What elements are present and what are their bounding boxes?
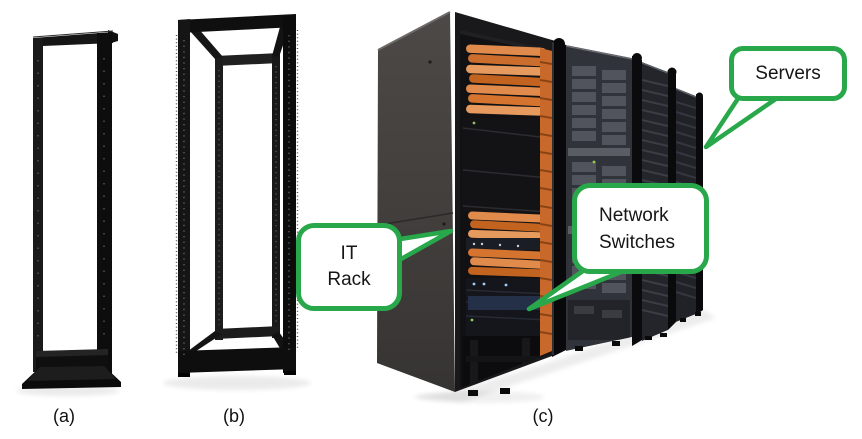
- it-rack-callout: IT Rack: [296, 223, 402, 311]
- figure-label-a: (a): [53, 406, 75, 426]
- network-switches-callout-line1: Network: [599, 204, 669, 226]
- network-switches-callout: Network Switches: [572, 183, 709, 274]
- servers-callout-tail: [703, 91, 786, 150]
- cable-bundle-middle: [466, 211, 546, 278]
- figure-label-c: (c): [532, 406, 554, 426]
- cabinet-side-panel: [377, 12, 455, 392]
- servers-callout: Servers: [729, 46, 847, 101]
- it-rack-callout-line1: IT: [340, 243, 358, 264]
- two-post-rack-illustration: [22, 30, 121, 389]
- it-rack-callout-line2: Rack: [327, 269, 371, 290]
- network-switches-callout-line2: Switches: [599, 231, 676, 253]
- four-post-rack-illustration: [175, 14, 299, 377]
- cabinet-feet: [468, 312, 701, 396]
- servers-callout-label: Servers: [755, 62, 821, 84]
- cable-bundle-upper: [466, 44, 546, 116]
- cable-column: [540, 48, 552, 356]
- callout-tails: [391, 91, 786, 312]
- figure-label-b: (b): [223, 406, 245, 426]
- cabinet-open-bay: [460, 30, 552, 388]
